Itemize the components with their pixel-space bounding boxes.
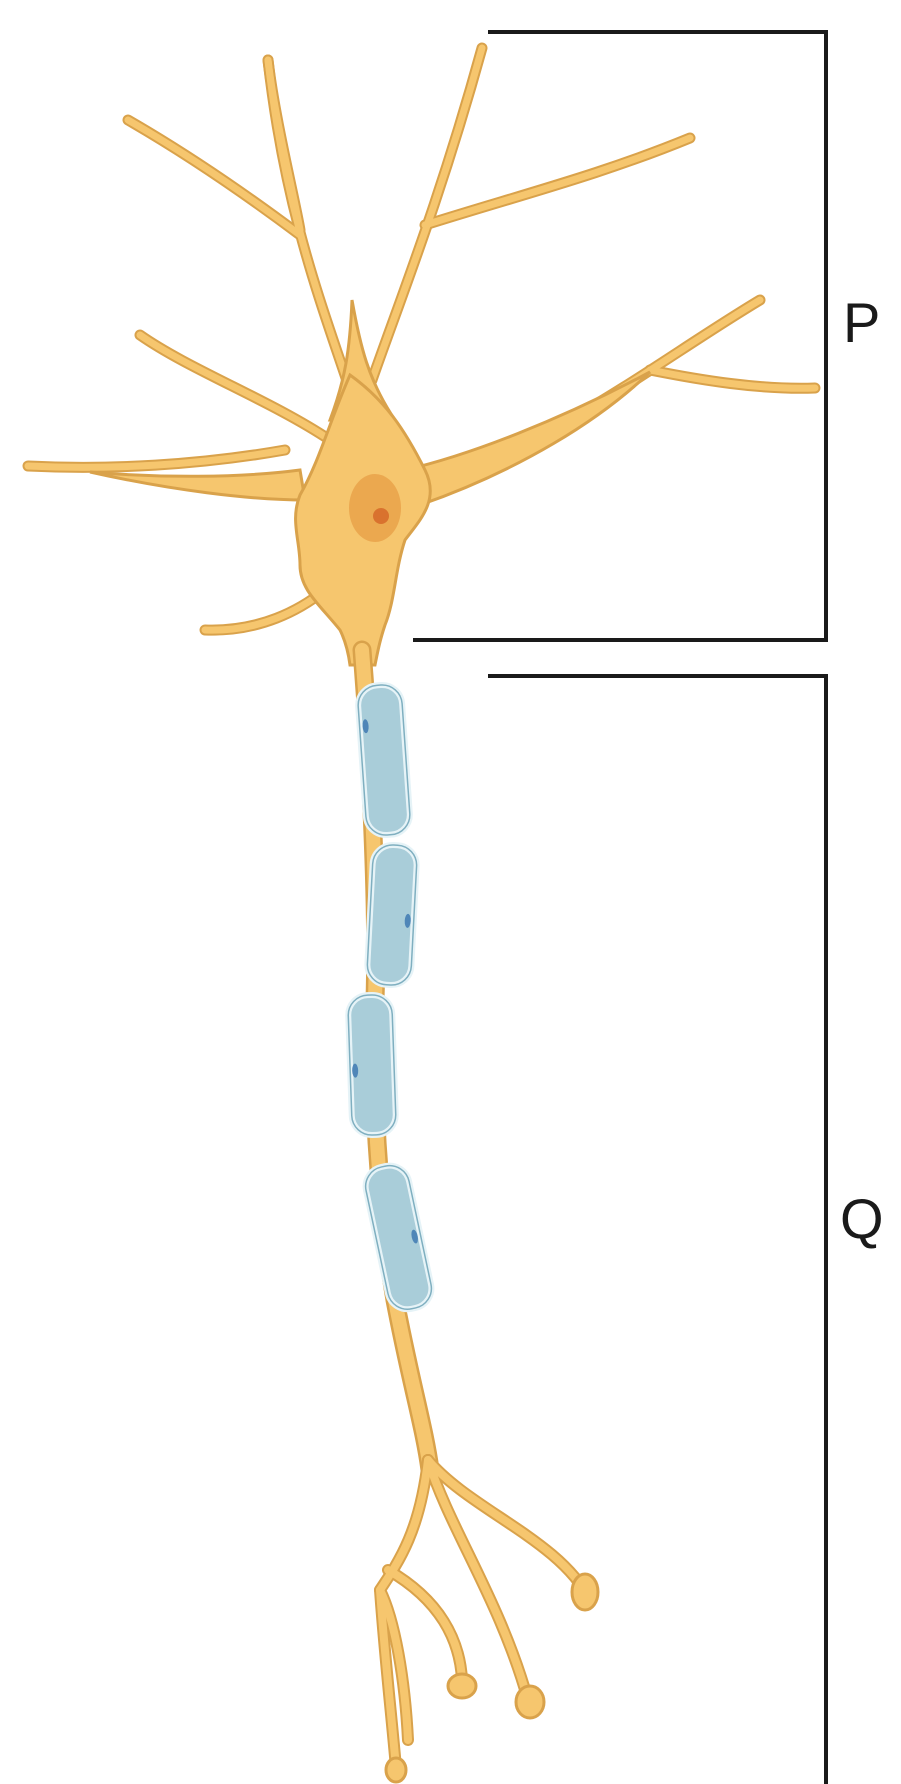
label-q: Q bbox=[840, 1187, 884, 1250]
nucleus bbox=[349, 474, 401, 542]
label-p: P bbox=[843, 291, 880, 354]
dendrites bbox=[28, 48, 815, 630]
synaptic-knob bbox=[448, 1674, 476, 1698]
synaptic-knob bbox=[386, 1758, 406, 1782]
bracket-p bbox=[413, 32, 826, 640]
bracket-q bbox=[488, 676, 826, 1784]
synaptic-knob bbox=[572, 1574, 598, 1610]
myelin-sheath bbox=[348, 994, 397, 1135]
myelin-sheath bbox=[366, 844, 417, 986]
synaptic-knob bbox=[516, 1686, 544, 1718]
myelin-sheaths bbox=[348, 684, 436, 1313]
axon-terminals bbox=[380, 1460, 590, 1768]
myelin-sheath bbox=[357, 684, 411, 837]
nucleolus bbox=[373, 508, 389, 524]
myelin-sheath bbox=[362, 1162, 435, 1313]
